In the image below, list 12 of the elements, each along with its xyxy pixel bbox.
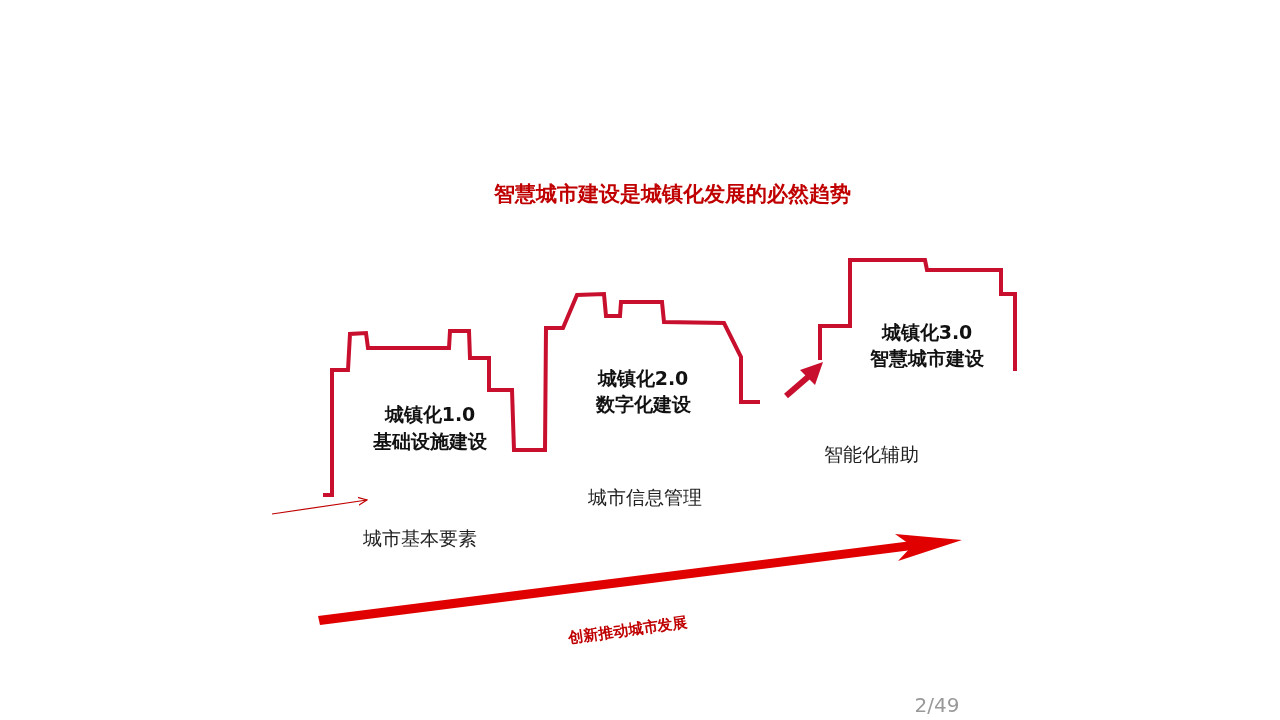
page-number: 2/49 [914,693,960,717]
stage-heading: 基础设施建设 [373,429,487,453]
stage-heading: 城镇化3.0 [881,320,973,344]
stage-heading: 城镇化2.0 [597,366,689,390]
stage-note: 城市信息管理 [588,485,702,509]
stage-note: 城市基本要素 [363,526,477,550]
slide-title: 智慧城市建设是城镇化发展的必然趋势 [493,181,851,208]
arrow-caption: 创新推动城市发展 [567,612,689,648]
stage-note: 智能化辅助 [823,442,919,466]
stage-heading: 城镇化1.0 [384,402,476,426]
stage-heading: 智慧城市建设 [870,346,984,370]
stage-heading: 数字化建设 [595,392,691,416]
